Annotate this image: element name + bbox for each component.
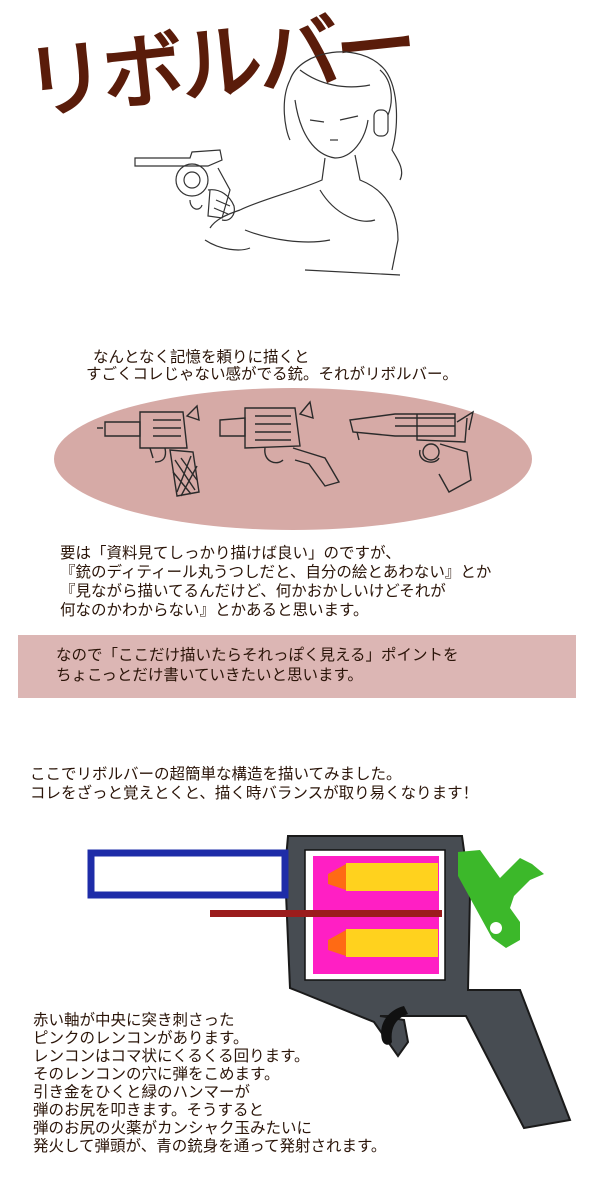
explanation-line-1: 赤い軸が中央に突き刺さった [33,1011,235,1029]
girl-with-revolver-illustration [134,51,403,276]
highlight-line-2: ちょこっとだけ書いていきたいと思います。 [56,666,363,684]
explanation-line-5: 引き金をひくと緑のハンマーが [33,1083,251,1101]
wrong-revolvers-ellipse [54,388,532,530]
structure-intro-line-2: コレをざっと覚えとくと、描く時バランスが取り易くなります！ [30,784,479,802]
wrong-revolver-sketches [97,400,475,497]
highlight-band [18,635,576,698]
body-line-4: 何なのかわからない』とかあると思います。 [60,601,369,619]
intro-line-1: なんとなく記憶を頼りに描くと [93,348,310,366]
trigger [381,1006,408,1045]
body-line-1: 要は「資料見てしっかり描けば良い」のですが、 [60,544,401,562]
revolver-structure-diagram [87,835,572,1130]
explanation-line-2: ピンクのレンコンがあります。 [33,1029,249,1047]
body-line-3: 『見ながら描いてるんだけど、何かおかしいけどそれが [60,582,446,600]
body-line-2: 『銃のディティール丸うつしだと、自分の絵とあわない』とか [60,563,492,581]
barrel [87,849,289,899]
bullet-tip-top [328,864,346,890]
hammer-pivot [490,922,502,934]
cylinder-axis [210,910,442,917]
explanation-line-7: 弾のお尻の火薬がカンシャク玉みたいに [33,1119,313,1137]
hammer [458,850,544,948]
intro-line-2: すごくコレじゃない感がでる銃。それがリボルバー。 [86,365,458,383]
bullet-shell-top [346,863,438,891]
structure-intro-line-1: ここでリボルバーの超簡単な構造を描いてみました。 [30,765,402,783]
explanation-line-8: 発火して弾頭が、青の銃身を通って発射されます。 [33,1137,387,1155]
explanation-line-3: レンコンはコマ状にくるくる回ります。 [33,1047,310,1065]
wrong-revolver-sketch-1 [97,404,200,497]
explanation-line-6: 弾のお尻を叩きます。そうすると [33,1101,264,1119]
bullet-tip-bottom [328,930,346,956]
highlight-line-1: なので「ここだけ描いたらそれっぽく見える」ポイントを [56,646,459,664]
wrong-revolver-sketch-3 [349,410,475,493]
explanation-line-4: そのレンコンの穴に弾をこめます。 [33,1065,280,1083]
wrong-revolver-sketch-2 [219,400,341,487]
bullet-shell-bottom [346,929,438,957]
